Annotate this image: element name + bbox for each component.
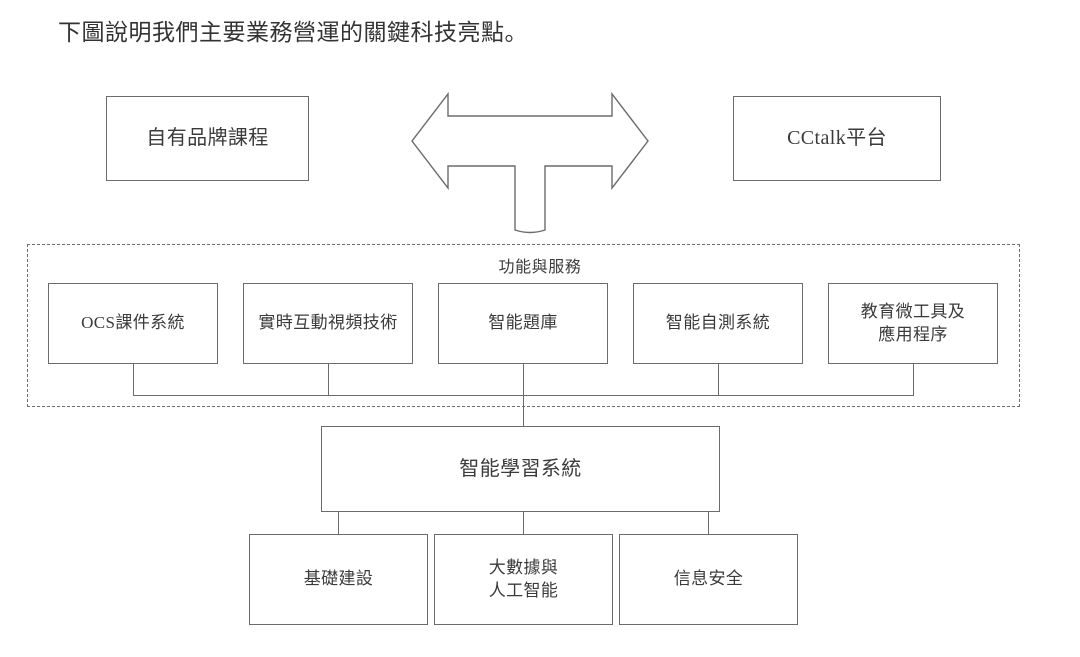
connector-microtools-stub: [913, 364, 915, 396]
node-smart-question-bank: 智能題庫: [438, 283, 608, 364]
node-smart-learning-system: 智能學習系統: [321, 426, 720, 512]
node-information-security-label: 信息安全: [673, 569, 744, 589]
services-group-title: 功能與服務: [498, 259, 582, 276]
node-cctalk-platform: CCtalk平台: [733, 96, 941, 181]
node-ocs-courseware-system-label: OCS課件系統: [81, 313, 185, 333]
node-bigdata-and-ai-line1: 大數據與: [488, 558, 559, 578]
node-own-brand-courses: 自有品牌課程: [106, 96, 309, 181]
node-own-brand-courses-label: 自有品牌課程: [146, 127, 269, 150]
node-information-security: 信息安全: [619, 534, 798, 625]
node-bigdata-and-ai-label: 大數據與 人工智能: [489, 557, 559, 602]
node-bigdata-and-ai-line2: 人工智能: [488, 580, 559, 600]
node-live-interactive-video-label: 實時互動視頻技術: [258, 313, 398, 333]
connector-trunk-to-smart-learning: [523, 364, 525, 427]
node-education-microtools-apps-line2: 應用程序: [878, 324, 948, 344]
connector-smart-learning-to-infosec: [708, 511, 710, 535]
node-smart-learning-system-label: 智能學習系統: [459, 457, 582, 480]
node-education-microtools-apps: 教育微工具及 應用程序: [828, 283, 998, 364]
node-smart-question-bank-label: 智能題庫: [488, 313, 558, 333]
node-education-microtools-apps-label: 教育微工具及 應用程序: [861, 301, 965, 346]
connector-smart-learning-to-bigdata-ai: [523, 511, 525, 535]
node-smart-self-test-system: 智能自測系統: [633, 283, 803, 364]
node-infrastructure-label: 基礎建設: [303, 569, 374, 589]
connector-live-video-stub: [328, 364, 330, 396]
connector-selftest-stub: [718, 364, 720, 396]
connector-smart-learning-to-infrastructure: [338, 511, 340, 535]
node-cctalk-platform-label: CCtalk平台: [787, 127, 887, 150]
node-live-interactive-video: 實時互動視頻技術: [243, 283, 413, 364]
bidirectional-arrow-icon: [405, 88, 655, 248]
node-infrastructure: 基礎建設: [249, 534, 428, 625]
node-bigdata-and-ai: 大數據與 人工智能: [434, 534, 613, 625]
node-education-microtools-apps-line1: 教育微工具及: [860, 302, 966, 322]
intro-paragraph: 下圖說明我們主要業務營運的關鍵科技亮點。: [58, 20, 528, 45]
node-smart-self-test-system-label: 智能自測系統: [665, 313, 771, 333]
connector-ocs-stub: [133, 364, 135, 396]
node-ocs-courseware-system: OCS課件系統: [48, 283, 218, 364]
